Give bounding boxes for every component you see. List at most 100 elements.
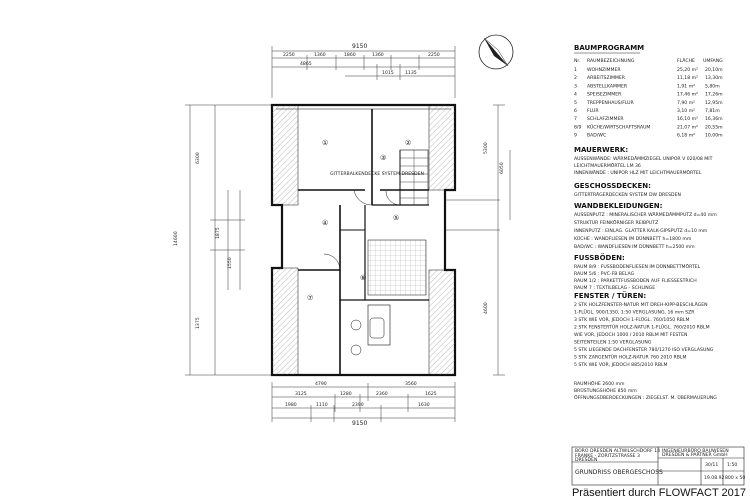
- plan-floor-note: GITTERBALKENDECKE SYSTEM DRESDEN: [330, 171, 424, 177]
- dim-bottom-r3-4: 1630: [418, 402, 430, 408]
- fussboeden-line: RAUM 1/2 : PARKETTFUSSBODEN AUF FLIESSES…: [574, 278, 697, 284]
- bp-row-nr: 9: [574, 133, 577, 139]
- dim-bottom-r2-3: 2360: [376, 391, 388, 397]
- fenster-line: 1-FLÜGL. 900/1350, 1:50 VERGLASUNG, 16 m…: [574, 309, 695, 316]
- fenster-line: 2 STK HOLZFENSTER-NATUR MIT DREH-KIPP-BE…: [574, 301, 708, 308]
- bp-row-name: SCHLAFZIMMER: [587, 116, 624, 122]
- room-label-4: ④: [322, 219, 328, 227]
- tb-cell-4: 800 x 50: [725, 475, 745, 481]
- bp-row-area: 6,18 m²: [677, 133, 695, 139]
- top-dimensions: [271, 46, 456, 98]
- bp-row-perimeter: 5,80m: [705, 83, 720, 89]
- bp-row-area: 7,90 m²: [677, 100, 695, 106]
- dim-bottom-r1-2: 3560: [405, 381, 417, 387]
- fussboeden-text: RAUM 8/9 : FUSSBODENFLIESEN IM DÜNNBETTM…: [574, 263, 701, 291]
- bp-header-nr: Nr.: [574, 58, 580, 64]
- tb-address-2: FRANKE - ZORITZSTRASSE 3: [575, 453, 640, 459]
- title-block: [571, 446, 745, 486]
- wandbekleidungen-line: AUSSENPUTZ : MINERALISCHER WÄRMEDÄMMPUTZ…: [574, 211, 717, 218]
- dim-top-row1-1: 4865: [300, 61, 312, 67]
- room-label-2: ②: [405, 139, 411, 147]
- bp-row-nr: 1: [574, 67, 577, 73]
- dim-top-row2-3: 1860: [344, 52, 356, 58]
- bp-row-name: FLUR: [587, 108, 599, 114]
- geschossdecken-title: GESCHOSSDECKEN:: [574, 182, 651, 190]
- dim-bottom-r1-1: 4790: [315, 381, 327, 387]
- dim-bottom-r2-1: 3125: [295, 391, 307, 397]
- tb-address-3: DRESDEN: [575, 457, 597, 463]
- bp-row-name: KÜCHE/WIRTSCHAFTSRAUM: [587, 123, 650, 130]
- right-dimensions: [445, 104, 511, 376]
- dim-top-row2-2: 1360: [314, 52, 326, 58]
- left-dimensions: [185, 104, 272, 376]
- mauerwerk-line: LEICHTMAUERMÖRTEL LM 36: [574, 162, 641, 169]
- dim-bottom-r3-3: 2390: [352, 402, 364, 408]
- wandbekleidungen-line: STRUKTUR FEINKÖRNIGER REIBPUTZ: [574, 219, 658, 226]
- bp-row-area: 21,07 m²: [677, 124, 698, 130]
- tb-cell-1: 30/11: [705, 462, 718, 468]
- wandbekleidungen-line: INNENPUTZ : EINLAG. GLATTER KALK-GIPSPUT…: [574, 228, 708, 234]
- fussboeden-title: FUSSBÖDEN:: [574, 253, 625, 262]
- fenster-text: 2 STK HOLZFENSTER-NATUR MIT DREH-KIPP-BE…: [574, 301, 714, 368]
- bp-row-perimeter: 7,81m: [705, 108, 720, 114]
- tb-cell-2: 1:50: [727, 462, 737, 468]
- bp-row-perimeter: 16,36m: [705, 116, 723, 122]
- dim-left-total: 14600: [173, 231, 179, 246]
- bp-row-nr: 6: [574, 108, 577, 114]
- dim-bottom-r3-1: 1980: [285, 402, 297, 408]
- plan-walls: [270, 103, 457, 377]
- dim-bottom-r2-2: 1280: [340, 391, 352, 397]
- fenster-line: 5 STK WIE VOR, JEDOCH 885/2010 RBLM: [574, 362, 668, 368]
- fenster-line: WIE VOR, JEDOCH 1000 / 2010 RBLM MIT FES…: [574, 332, 687, 338]
- tb-address-1: BORO DRESDEN ALTWILSCHDORF 14: [575, 448, 660, 454]
- bp-row-area: 3,10 m²: [677, 108, 695, 114]
- fenster-line: 5 STK LIEGENDE DACHFENSTER 780/1270 ISO …: [574, 347, 714, 353]
- fussboeden-line: RAUM 7 : TEXTILBELAG - SCHLINGE: [574, 285, 655, 291]
- bp-row-name: ABSTELLKAMMER: [587, 83, 628, 89]
- presented-by-footer: Präsentiert durch FLOWFACT 2017: [571, 487, 746, 499]
- bp-row-nr: 3: [574, 83, 577, 89]
- fenster-title: FENSTER / TÜREN:: [574, 291, 646, 300]
- dim-top-row2-4: 1360: [372, 52, 384, 58]
- dim-left-3: 1550: [227, 257, 233, 269]
- dim-top-row2-5: 2250: [428, 52, 440, 58]
- fussboeden-line: RAUM 5/6 : PVC-FB BELAG: [574, 271, 635, 277]
- note-line: ÖFFNUNGSÜBERDECKUNGEN : ZIEGELST. M. ÜBE…: [574, 394, 717, 401]
- bp-row-area: 17,46 m²: [677, 92, 698, 98]
- mauerwerk-line: AUSSENWÄNDE: WÄRMEDÄMMZIEGEL UNIPOR V 02…: [574, 155, 713, 162]
- bp-row-area: 25,20 m²: [677, 67, 698, 73]
- bp-row-perimeter: 20,55m: [705, 124, 723, 130]
- north-arrow-icon: [478, 34, 514, 70]
- geschossdecken-text: GITTERTRÄGERDECKEN SYSTEM DW DRESDEN: [574, 191, 681, 198]
- wandbekleidungen-title: WANDBEKLEIDUNGEN:: [574, 202, 663, 210]
- tb-firm-2: DRESDEN & PARTNER GmbH: [662, 452, 728, 458]
- bp-row-perimeter: 12,95m: [705, 100, 723, 106]
- dim-bottom-r3-2: 1110: [316, 402, 328, 408]
- mauerwerk-text: AUSSENWÄNDE: WÄRMEDÄMMZIEGEL UNIPOR V 02…: [574, 155, 713, 176]
- bp-row-name: TREPPENHAUS/FLUR: [586, 100, 635, 106]
- dim-right-2: 6050: [499, 162, 505, 174]
- dim-top-row1-3: 1135: [405, 70, 417, 76]
- bp-row-nr: 8/9: [574, 124, 581, 130]
- bottom-dimensions: [271, 382, 456, 422]
- bp-header-perimeter: UMFANG: [703, 58, 723, 64]
- tb-firm-1: INGENIEURBÜRO BAUWESEN: [662, 447, 729, 454]
- dim-left-4: 1375: [195, 317, 201, 329]
- bp-row-name: SPEISEZIMMER: [587, 92, 622, 98]
- bp-row-nr: 5: [574, 100, 577, 106]
- dim-left-2: 1875: [215, 227, 221, 239]
- bp-row-name: ARBEITSZIMMER: [587, 75, 626, 81]
- wandbekleidungen-line: KÜCHE : WANDFLIESEN IM DÜNNBETT h=1800 m…: [574, 235, 692, 242]
- wandbekleidungen-line: BAD/WC : WANDFLIESEN IM DÜNNBETT h=2500 …: [574, 243, 695, 250]
- bp-row-nr: 7: [574, 116, 577, 122]
- fenster-line: 2 STK FENSTERTÜR HOLZ-NATUR 1-FLÜGL. 760…: [574, 324, 710, 331]
- room-label-5: ⑤: [393, 214, 399, 222]
- tb-cell-3: 19.08.92: [704, 475, 725, 481]
- dim-top-row1-2: 1015: [382, 70, 394, 76]
- dim-top-row2-1: 2250: [283, 52, 295, 58]
- wandbekleidungen-text: AUSSENPUTZ : MINERALISCHER WÄRMEDÄMMPUTZ…: [574, 211, 717, 250]
- bp-row-perimeter: 13,30m: [705, 75, 723, 81]
